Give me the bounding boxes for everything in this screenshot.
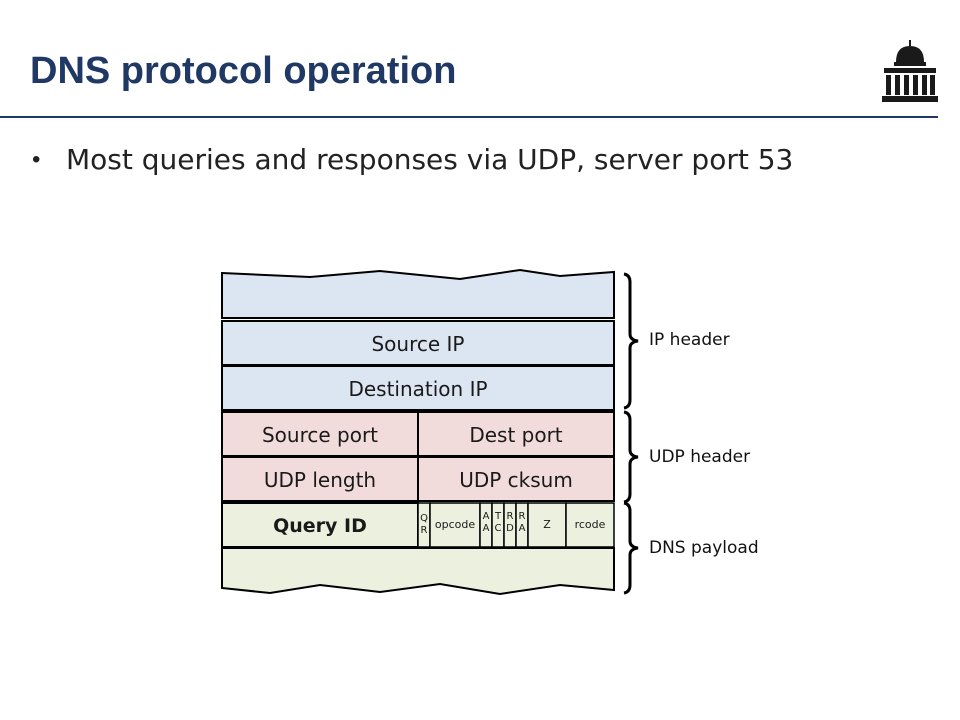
- dns-payload-bracket: [623, 501, 639, 595]
- aa-label-bottom: A: [483, 523, 490, 534]
- udp-length-cell: [221, 456, 419, 502]
- udp-header-bracket: [623, 410, 639, 504]
- dest-port-label: Dest port: [469, 423, 562, 447]
- query-id-cell: [221, 502, 419, 548]
- dest-port-cell: [417, 411, 615, 457]
- destination-ip-label: Destination IP: [348, 377, 487, 401]
- aa-label-top: A: [483, 511, 490, 522]
- opcode-cell: [429, 502, 481, 548]
- ip-header-label: IP header: [649, 330, 730, 350]
- rd-label-top: R: [507, 511, 514, 522]
- dns-flags-row: [417, 502, 615, 548]
- z-label: Z: [543, 518, 551, 531]
- qr-label-top: Q: [420, 513, 428, 524]
- udp-header-label: UDP header: [649, 447, 751, 467]
- qr-label-bottom: R: [421, 525, 428, 536]
- rcode-cell: [565, 502, 615, 548]
- tc-label-top: T: [494, 511, 502, 522]
- source-port-label: Source port: [262, 423, 378, 447]
- ip-top-block: [221, 268, 615, 319]
- udp-cksum-cell: [417, 456, 615, 502]
- opcode-label: opcode: [435, 518, 475, 531]
- destination-ip-row: [221, 365, 615, 411]
- ip-header-bracket: [623, 272, 639, 410]
- dns-bottom-block: [221, 547, 615, 596]
- dns-payload-label: DNS payload: [649, 538, 759, 558]
- query-id-label: Query ID: [273, 515, 367, 537]
- udp-cksum-label: UDP cksum: [459, 468, 573, 492]
- title-rule: [0, 116, 938, 118]
- tc-label-bottom: C: [495, 523, 502, 534]
- rd-label-bottom: D: [506, 523, 514, 534]
- bullet-marker: •: [32, 146, 41, 173]
- ra-label-bottom: A: [519, 523, 526, 534]
- udp-length-label: UDP length: [264, 468, 376, 492]
- bullet-text: Most queries and responses via UDP, serv…: [66, 143, 794, 176]
- university-building-icon: [882, 40, 938, 102]
- rcode-label: rcode: [575, 518, 606, 531]
- source-ip-label: Source IP: [371, 332, 464, 356]
- ra-label-top: R: [519, 511, 526, 522]
- slide-title: DNS protocol operation: [30, 50, 457, 92]
